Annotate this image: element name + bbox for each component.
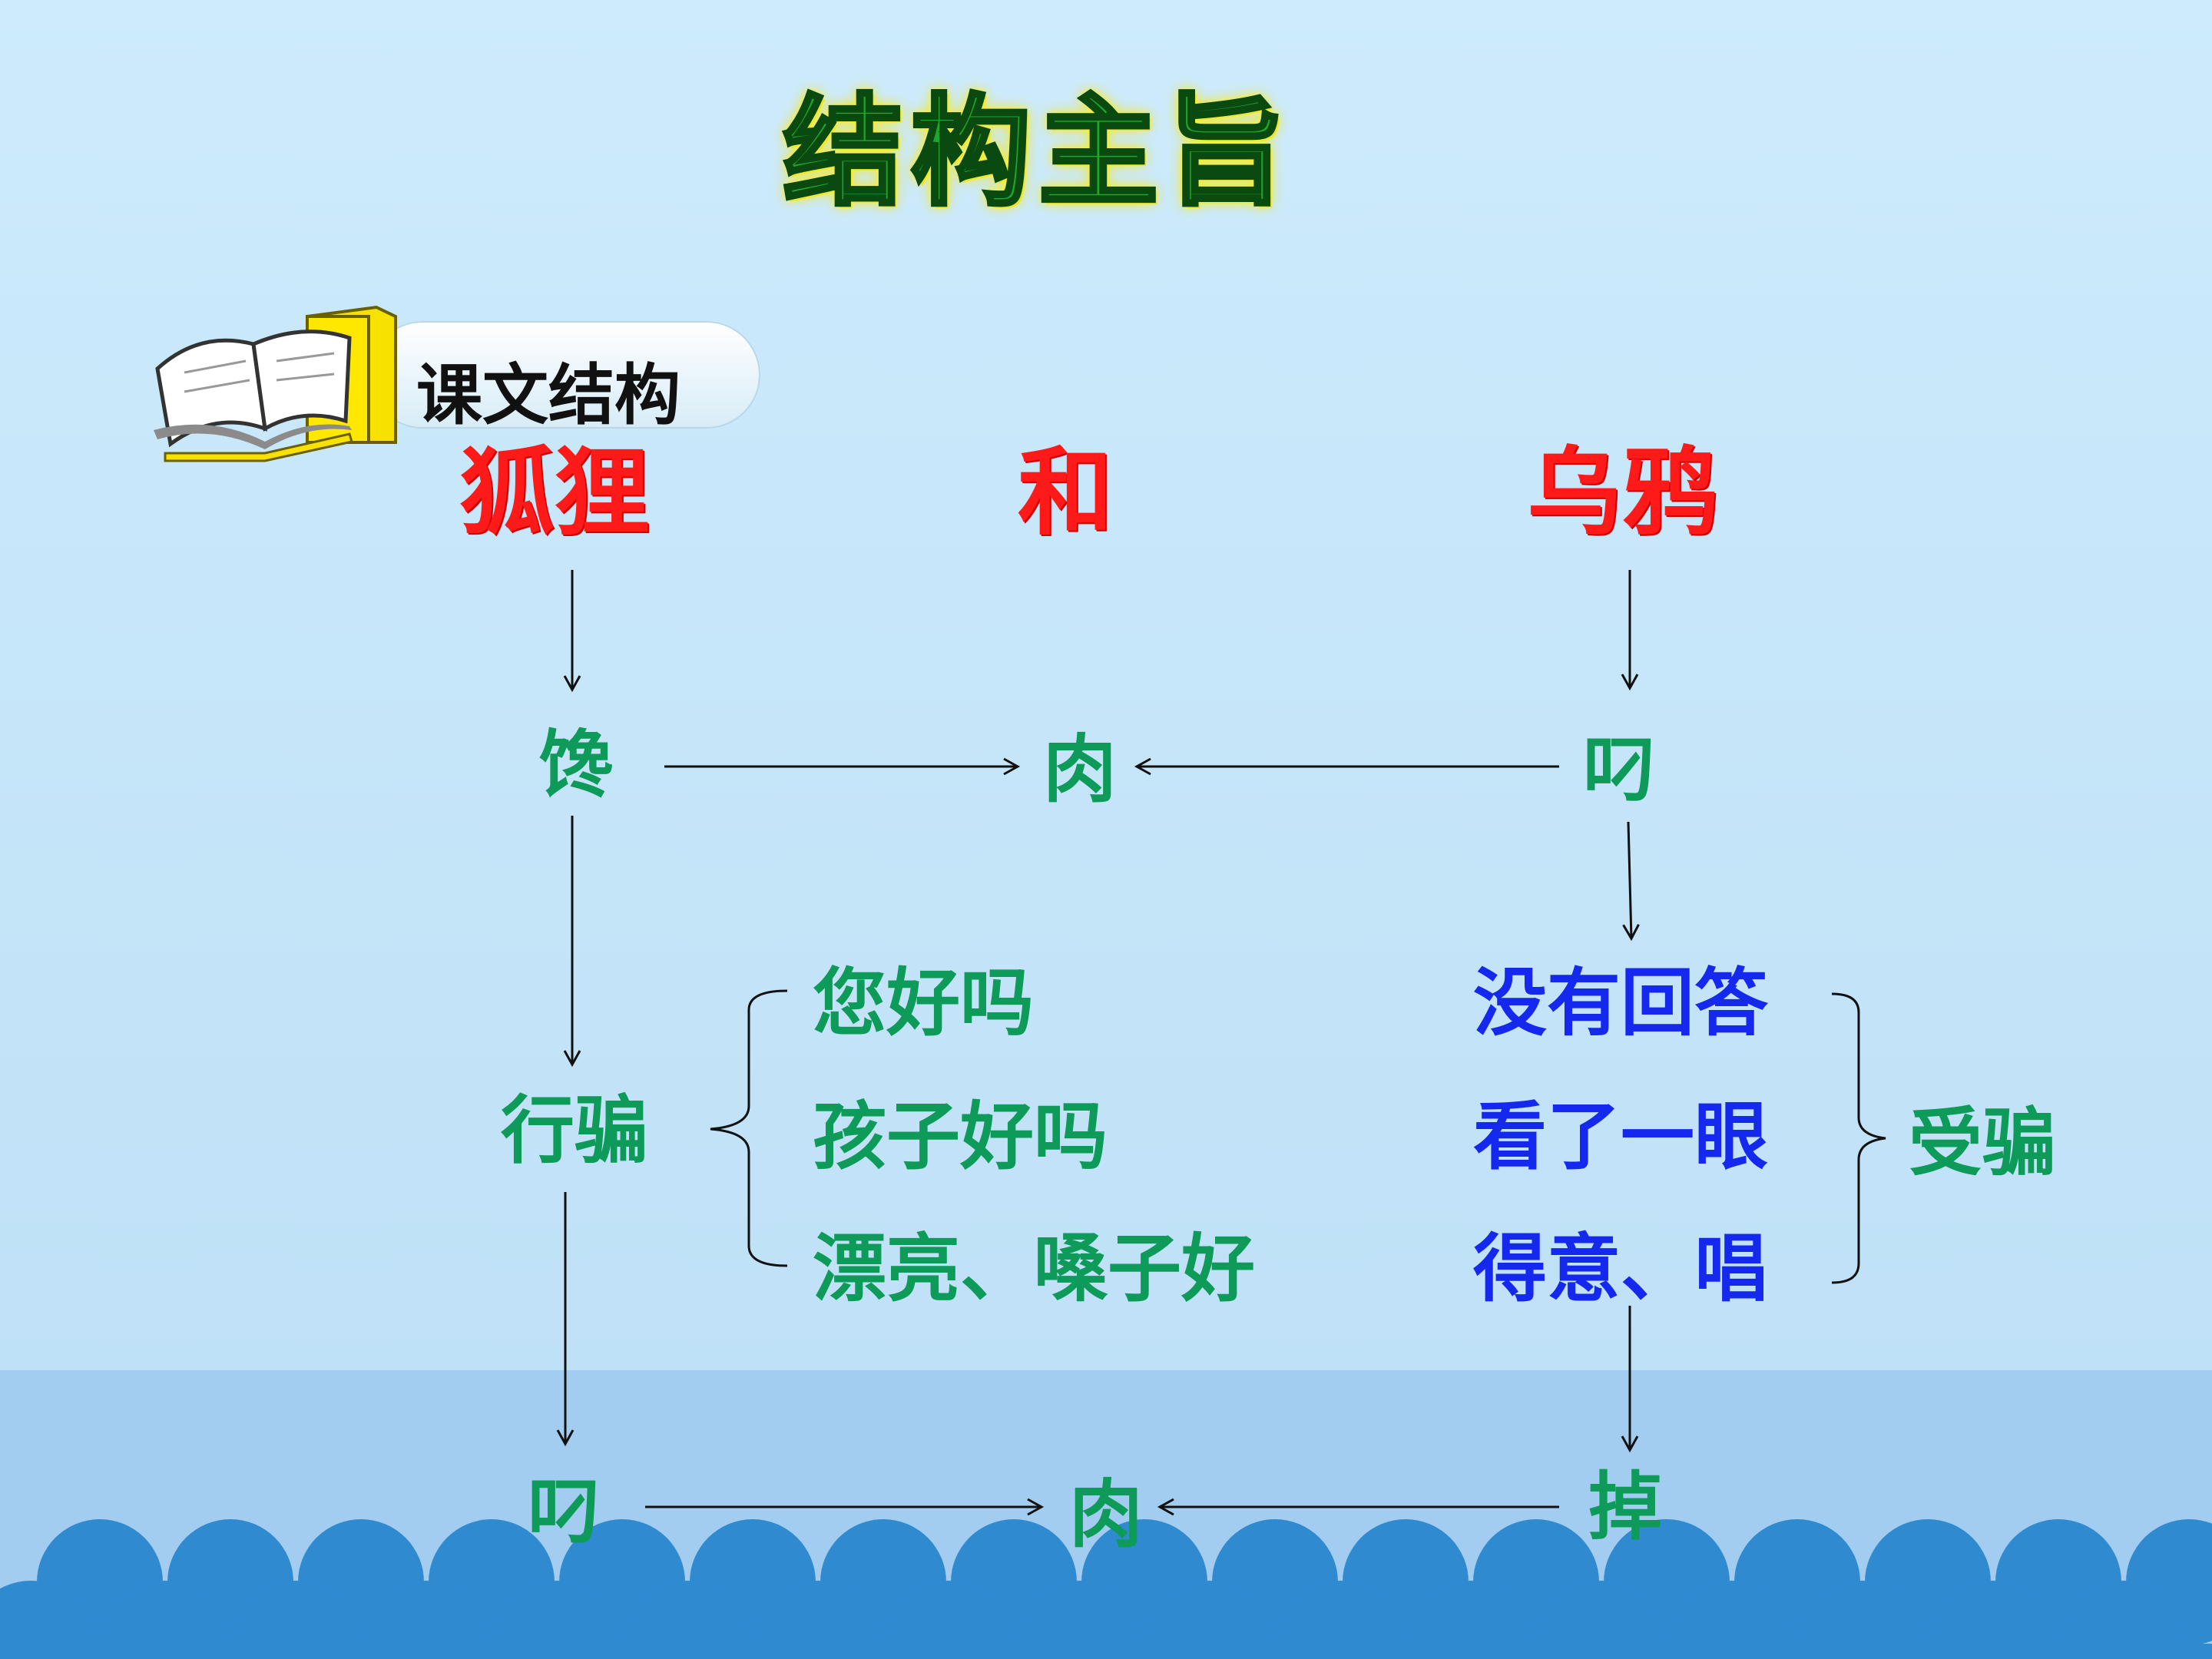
node-crow-hold: 叼 xyxy=(1582,727,1656,813)
crow-action-2: 看了一眼 xyxy=(1473,1094,1768,1180)
node-meat-top: 肉 xyxy=(1043,727,1117,813)
node-fooled: 受骗 xyxy=(1909,1100,2056,1186)
section-label: 课文结构 xyxy=(416,357,680,434)
section-badge: 课文结构 xyxy=(369,321,760,434)
left-brace xyxy=(710,989,788,1267)
node-deceive: 行骗 xyxy=(501,1088,648,1174)
fox-word-3: 漂亮、嗓子好 xyxy=(813,1226,1255,1312)
title-text: 结构主旨 xyxy=(782,82,1293,222)
page-title: 结构主旨 xyxy=(782,77,1429,230)
fox-word-1: 您好吗 xyxy=(813,960,1034,1046)
and-label: 和 xyxy=(1018,437,1114,548)
fox-label: 狐狸 xyxy=(459,437,651,548)
crow-label: 乌鸦 xyxy=(1527,437,1718,548)
crow-action-1: 没有回答 xyxy=(1473,960,1768,1046)
node-greedy: 馋 xyxy=(539,722,613,808)
node-fox-hold: 叼 xyxy=(527,1469,601,1555)
sea-waves xyxy=(0,1519,2212,1659)
node-drop: 掉 xyxy=(1588,1464,1662,1550)
arrow-hold-to-noanswer xyxy=(1622,821,1640,942)
crow-action-3: 得意、唱 xyxy=(1473,1226,1768,1312)
book-icon xyxy=(154,305,397,462)
connectors xyxy=(556,570,1886,1516)
node-meat-bottom: 肉 xyxy=(1069,1472,1143,1558)
right-brace xyxy=(1831,992,1886,1284)
fox-word-2: 孩子好吗 xyxy=(813,1094,1108,1180)
